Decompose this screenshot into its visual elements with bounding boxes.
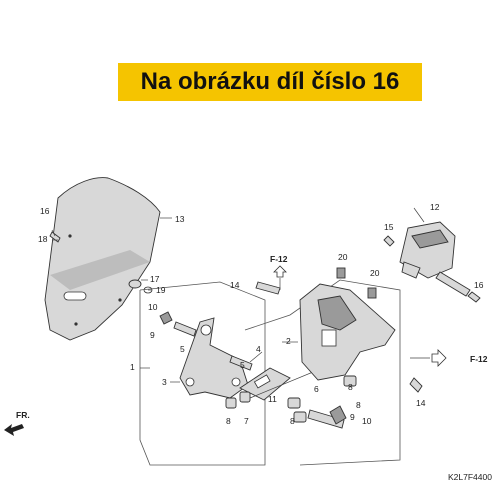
ref-label-top: F-12 [270,254,288,264]
windscreen-slot [63,291,87,301]
bracket-hole [200,324,212,336]
bolt-14 [255,281,281,295]
bracket-hole [231,377,241,387]
collar-8 [287,397,301,409]
callout-9: 9 [150,330,155,340]
callout-18: 18 [38,234,48,244]
callout-16: 15 [384,222,394,232]
diagram-code: K2L7F4400 [448,472,492,482]
callout-2: 2 [286,336,291,346]
callout-8: 8 [226,416,231,426]
callout-10: 10 [148,302,158,312]
screw-5 [229,355,253,371]
screw-9 [173,321,197,337]
front-arrow-icon [4,424,24,436]
windscreen-hole [68,234,72,238]
meter-stay [401,261,421,279]
ref-label-right: F-12 [470,354,488,364]
reference-arrow-icon [431,349,447,367]
callout-14b: 14 [416,398,426,408]
callout-5b: 5 [240,360,245,370]
callout-9b: 9 [350,412,355,422]
mount-face [317,295,357,331]
windscreen-hole [74,322,78,326]
windscreen-hole [118,298,122,302]
part-number-banner: Na obrázku díl číslo 16 [118,63,422,101]
meter-stay [435,271,471,297]
nut-9 [329,405,347,425]
callout-8b: 8 [290,416,295,426]
bolt-14 [409,377,423,393]
callout-19: 19 [156,285,166,295]
clip-20 [336,267,346,279]
bolt-16 [383,235,395,247]
callout-8d: 8 [356,400,361,410]
leader-lines [51,207,425,383]
callout-7: 7 [244,416,249,426]
callout-5: 5 [180,344,185,354]
callout-20: 20 [338,252,348,262]
callout-3: 3 [162,377,167,387]
collar-8 [293,411,307,423]
callout-6: 6 [314,384,319,394]
callout-11: 11 [268,394,277,404]
callout-17: 17 [150,274,160,284]
clip-20 [367,287,377,299]
callout-8c: 8 [348,382,353,392]
callout-12: 12 [430,202,440,212]
bracket-3 [179,317,249,399]
bolt-15 [49,231,61,243]
callout-1: 1 [130,362,135,372]
reference-arrow-icon [273,265,287,278]
banner-text: Na obrázku díl číslo 16 [140,68,400,95]
callout-4: 4 [256,344,261,354]
nut-10 [159,311,173,325]
collar-8 [239,391,251,403]
collar-8 [343,375,357,387]
mount-bracket-2 [299,283,396,381]
meter-face [411,229,449,249]
collar-8 [225,397,237,409]
assembly-outline-left [139,281,266,466]
callout-10b: 10 [362,416,372,426]
callout-labels: 16 18 13 17 19 1 10 9 5 3 4 5 11 8 7 8 6… [38,202,484,426]
callout-16b: 16 [474,280,484,290]
callout-15: 16 [40,206,50,216]
callout-14: 14 [230,280,240,290]
assembly-outline-right [244,279,401,466]
callout-20b: 20 [370,268,380,278]
bolt-16 [467,291,481,303]
washer-17 [128,279,142,289]
front-label: FR. [16,410,30,420]
windscreen-shade [50,250,150,290]
callout-13: 13 [175,214,185,224]
slider-slot [253,374,271,389]
mount-window [321,329,337,347]
bracket-hole [185,377,195,387]
